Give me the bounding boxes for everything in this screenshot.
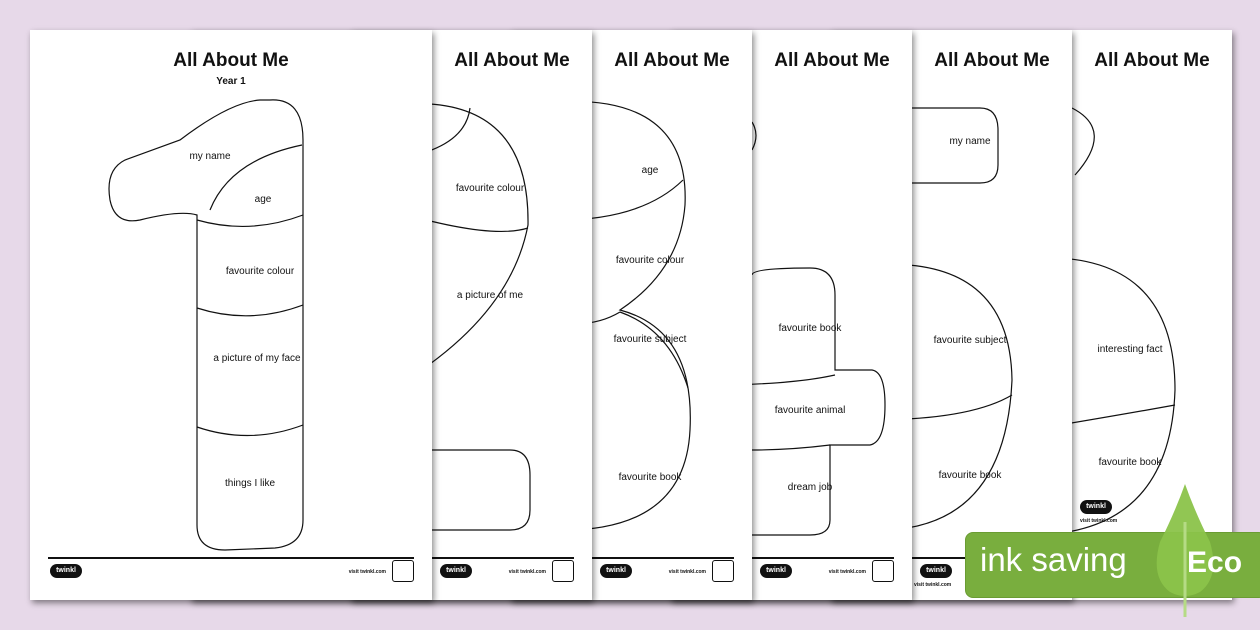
eco-text: Eco <box>1187 546 1243 579</box>
section-label: favourite colour <box>225 266 295 277</box>
leaf-icon <box>1156 484 1214 617</box>
section-label: age <box>641 165 659 176</box>
section-label: favourite subject <box>933 335 1007 346</box>
section-label: my name <box>949 136 991 147</box>
section-label: favourite book <box>618 472 682 483</box>
visit-link-text: visit twinkl.com <box>914 582 952 588</box>
footer-divider <box>48 557 414 559</box>
page-title: All About Me <box>1094 50 1210 71</box>
quality-badge-icon <box>392 560 414 582</box>
ink-saving-text: ink saving <box>980 541 1127 578</box>
section-label: favourite colour <box>455 183 525 194</box>
section-label: favourite animal <box>774 405 846 416</box>
visit-link-text: visit twinkl.com <box>668 569 706 575</box>
section-label: interesting fact <box>1097 344 1163 355</box>
visit-link-text: visit twinkl.com <box>348 569 386 575</box>
quality-badge-icon <box>872 560 894 582</box>
section-label: favourite book <box>778 323 842 334</box>
visit-link-text: visit twinkl.com <box>508 569 546 575</box>
twinkl-logo: twinkl <box>920 564 952 578</box>
page-title: All About Me <box>454 50 570 71</box>
twinkl-logo: twinkl <box>1080 500 1112 514</box>
twinkl-logo: twinkl <box>50 564 82 578</box>
section-label: favourite book <box>938 470 1002 481</box>
quality-badge-icon <box>712 560 734 582</box>
page-title: All About Me <box>774 50 890 71</box>
visit-link-text: visit twinkl.com <box>1080 518 1118 524</box>
section-label: a picture of my face <box>213 353 301 364</box>
visit-link-text: visit twinkl.com <box>828 569 866 575</box>
page-subtitle: Year 1 <box>216 76 246 87</box>
section-label: my name <box>189 151 231 162</box>
page-title: All About Me <box>934 50 1050 71</box>
quality-badge-icon <box>552 560 574 582</box>
page-title: All About Me <box>173 50 289 71</box>
section-label: favourite subject <box>613 334 687 345</box>
section-label: favourite colour <box>615 255 685 266</box>
worksheet-page-1: All About Me Year 1 my name age favourite co… <box>30 30 432 600</box>
twinkl-logo: twinkl <box>600 564 632 578</box>
twinkl-logo: twinkl <box>760 564 792 578</box>
page-title: All About Me <box>614 50 730 71</box>
section-label: things I like <box>224 478 276 489</box>
twinkl-logo: twinkl <box>440 564 472 578</box>
section-label: dream job <box>787 482 833 493</box>
section-label: favourite book <box>1098 457 1162 468</box>
section-label: a picture of me <box>456 290 524 301</box>
section-label: age <box>254 194 272 205</box>
number-outline <box>108 99 304 551</box>
